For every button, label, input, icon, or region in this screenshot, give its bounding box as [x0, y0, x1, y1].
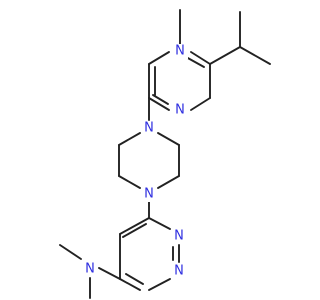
bond [118, 175, 141, 189]
bond-double [125, 273, 144, 285]
bond-double [185, 56, 205, 68]
atom-n-amine: N [83, 262, 98, 277]
nitrogen-label: N [175, 103, 185, 118]
bond-double [152, 94, 169, 105]
bond-double [122, 223, 147, 238]
atom-n-pyr2-bottom: N [172, 264, 187, 279]
bond [119, 217, 150, 235]
bond [98, 267, 121, 280]
nitrogen-label: N [174, 264, 184, 279]
bond [59, 244, 82, 260]
bond [148, 51, 170, 65]
structure-diagram: N N N N N N N [59, 9, 271, 299]
bond [148, 217, 171, 230]
molecule-canvas: N N N N N N N [59, 9, 271, 299]
bond [157, 132, 180, 146]
nitrogen-label: N [174, 229, 184, 244]
bond [209, 46, 241, 65]
bond [118, 132, 141, 146]
isopropyl-group [179, 9, 271, 65]
pyrimidine-ring-bottom [119, 217, 180, 291]
atom-n-pyr1-bottom: N [173, 103, 188, 118]
nitrogen-label: N [85, 262, 95, 277]
pyrimidine-ring-top [148, 51, 211, 111]
bond [157, 175, 180, 189]
bond [119, 278, 141, 291]
piperazine-ring [118, 132, 180, 189]
atom-n-piperazine-bottom: N [142, 187, 157, 202]
nitrogen-label: N [144, 187, 154, 202]
atom-n-pyr2-right: N [172, 229, 187, 244]
bond [239, 46, 271, 65]
nitrogen-label: N [175, 44, 185, 59]
bond [190, 97, 211, 111]
bond [190, 51, 211, 65]
atom-n-piperazine-top: N [142, 121, 157, 136]
bond [148, 97, 170, 111]
dimethylamino-group [59, 244, 121, 299]
atom-n-pyr1-top: N [173, 44, 188, 59]
nitrogen-label: N [144, 121, 154, 136]
bond [148, 278, 171, 291]
